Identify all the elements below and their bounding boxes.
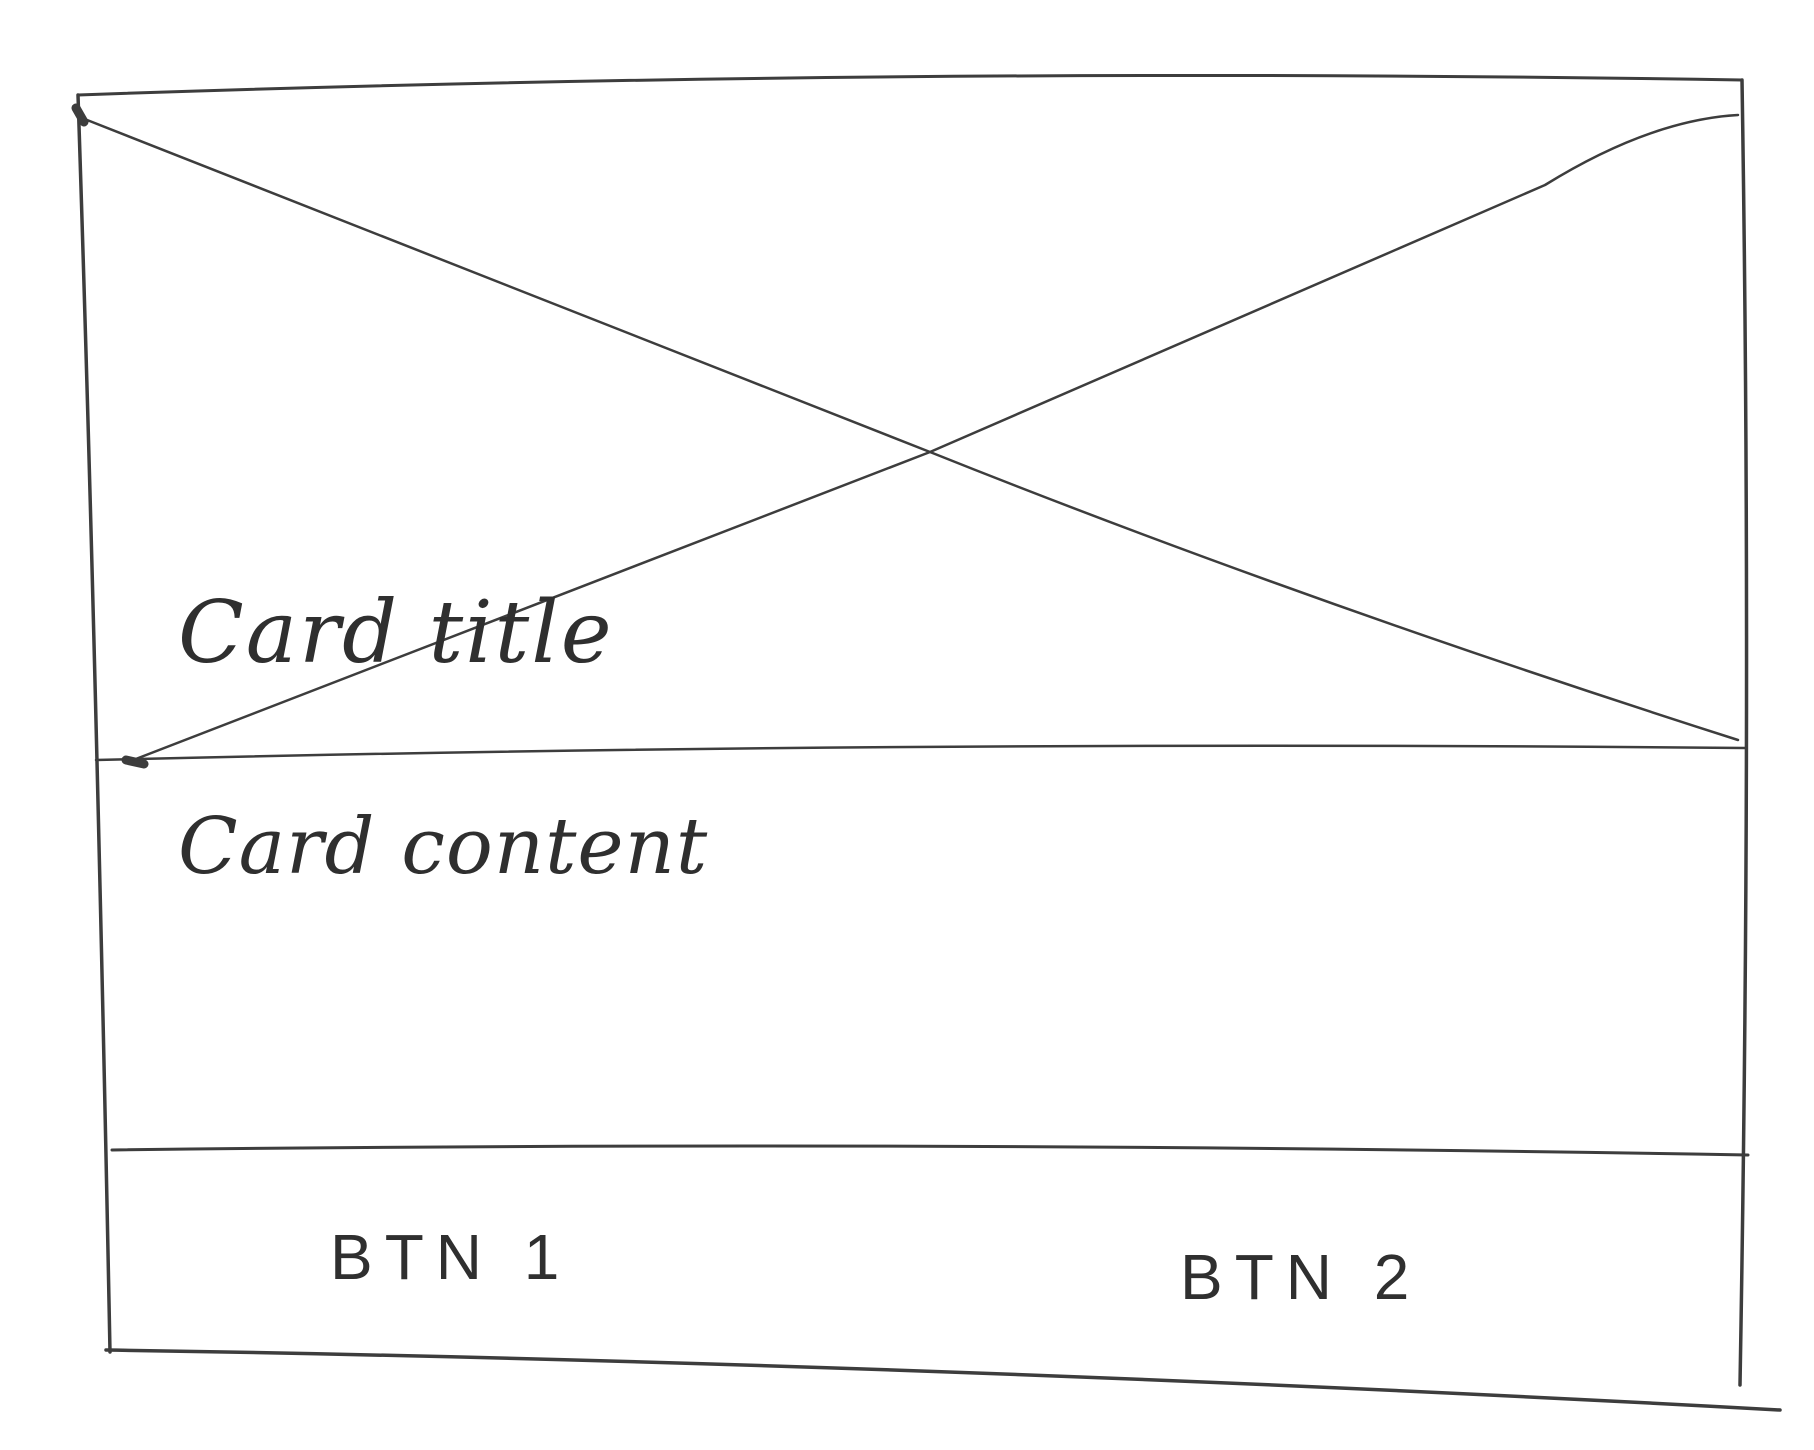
card-border-left [76,93,112,1354]
content-actions-divider [110,1144,1750,1157]
image-placeholder-diagonal-2 [126,113,1740,764]
media-content-divider [94,744,1747,762]
card-border-bottom [104,1348,1782,1412]
image-dot-top-left [71,103,89,127]
card-border-top [76,73,1744,97]
card-content-text: Card content [178,802,709,892]
image-placeholder-diagonal-1 [80,116,1740,742]
image-dot-bottom-left [121,755,149,769]
card-title: Card title [178,583,614,683]
action-button-2[interactable]: BTN 2 [1180,1241,1422,1313]
card-border-right [1738,78,1749,1387]
action-button-1[interactable]: BTN 1 [330,1221,572,1293]
